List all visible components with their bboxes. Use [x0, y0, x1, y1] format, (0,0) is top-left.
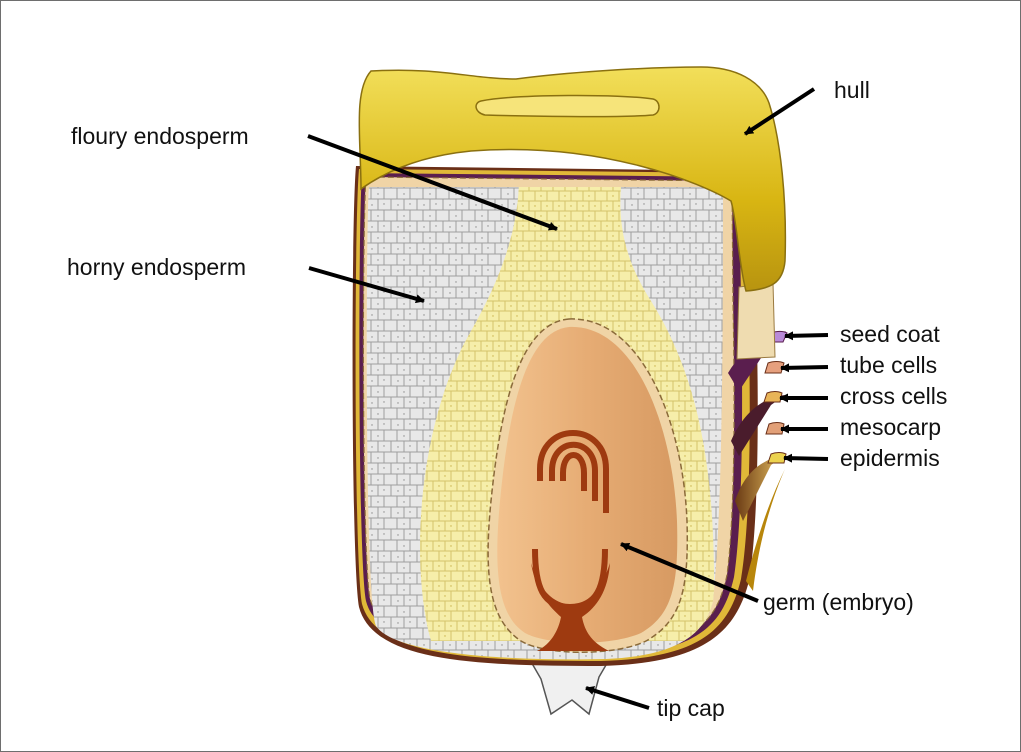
arrow-epidermis	[784, 458, 828, 459]
label-tube-cells: tube cells	[840, 352, 937, 378]
arrow-tube-cells	[781, 367, 828, 368]
hull-ridge-shape	[476, 95, 659, 116]
label-cross-cells: cross cells	[840, 383, 947, 409]
label-tip-cap: tip cap	[657, 695, 725, 721]
label-seed-coat: seed coat	[840, 321, 940, 347]
label-germ: germ (embryo)	[763, 589, 914, 615]
hull-cell-tissue	[737, 283, 775, 359]
label-horny-endosperm: horny endosperm	[67, 254, 246, 280]
label-epidermis: epidermis	[840, 445, 940, 471]
arrow-tip-cap	[586, 688, 649, 708]
arrow-seed-coat	[785, 335, 828, 336]
label-hull: hull	[834, 77, 870, 103]
label-floury-endosperm: floury endosperm	[71, 123, 249, 149]
label-mesocarp: mesocarp	[840, 414, 941, 440]
